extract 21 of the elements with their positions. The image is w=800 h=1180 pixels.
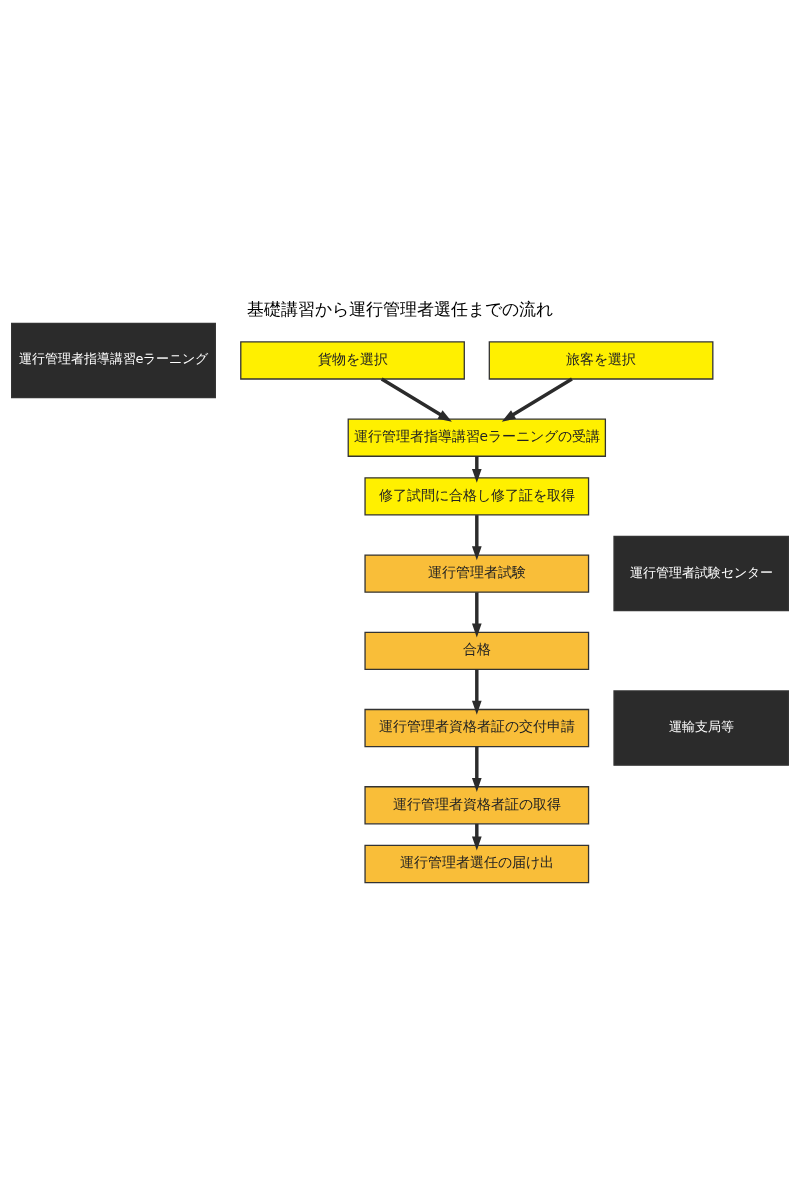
node-box: 運行管理者指導講習eラーニングの受講 [347, 418, 607, 457]
arrow [471, 515, 482, 561]
node-box: 運行管理者試験 [364, 554, 590, 593]
arrow [380, 377, 452, 422]
node-box: 合格 [364, 631, 590, 671]
node-box: 修了試問に合格し修了証を取得 [364, 477, 590, 516]
node-box: 運行管理者試験センター [613, 535, 789, 612]
node-box: 貨物を選択 [240, 341, 465, 380]
node-box: 運行管理者資格者証の交付申請 [364, 708, 590, 748]
arrow [471, 456, 482, 483]
node-box: 運輸支局等 [613, 690, 789, 766]
node-box: 旅客を選択 [488, 341, 714, 380]
node-box: 運行管理者資格者証の取得 [364, 786, 590, 825]
node-box: 運行管理者選任の届け出 [364, 844, 590, 884]
arrow [471, 746, 482, 792]
node-box: 運行管理者指導講習eラーニング [11, 322, 216, 399]
arrow [471, 823, 482, 851]
arrow [471, 669, 482, 715]
arrow [471, 592, 482, 638]
arrow [501, 377, 573, 422]
diagram-title: 基礎講習から運行管理者選任までの流れ [247, 298, 553, 319]
